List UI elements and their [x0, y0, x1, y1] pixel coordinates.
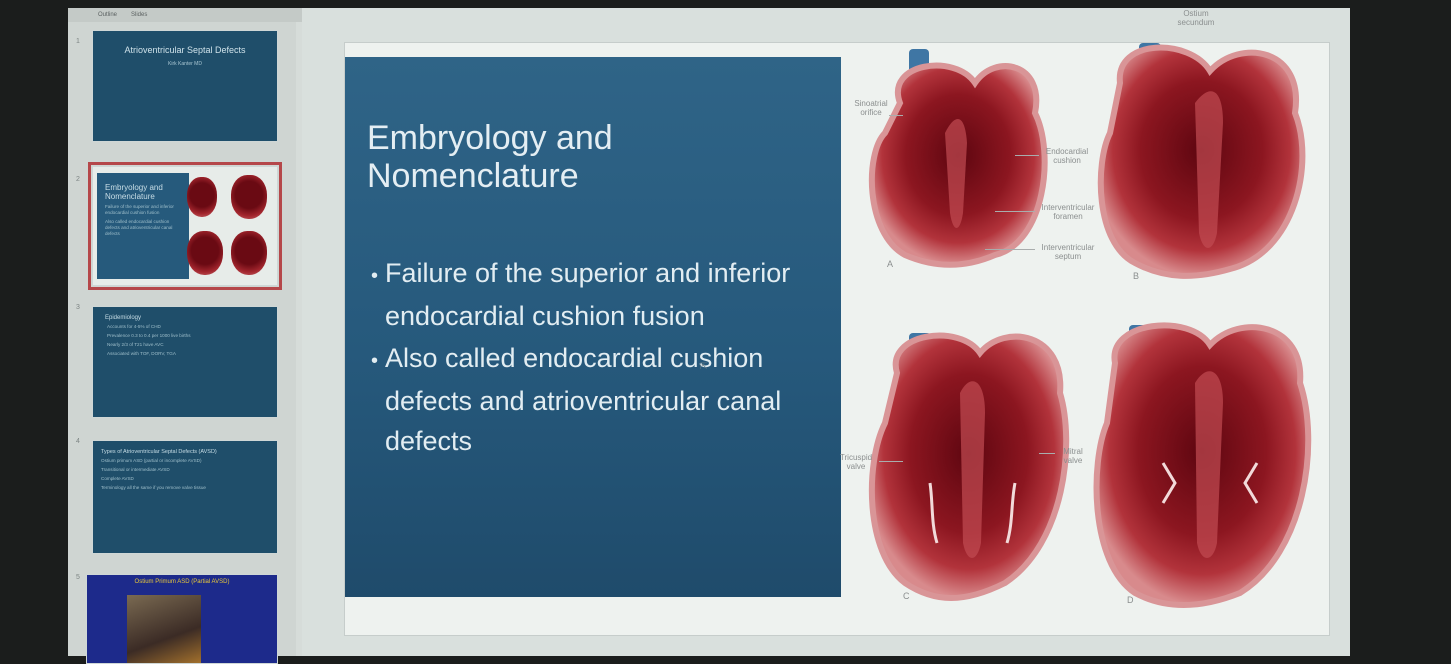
thumbnail-slide-4[interactable]: Types of Atrioventricular Septal Defects… — [92, 440, 278, 554]
current-slide[interactable]: Embryology and Nomenclature Failure of t… — [344, 42, 1330, 636]
label-leader-line — [879, 461, 903, 462]
thumbnail-title: Atrioventricular Septal Defects — [93, 45, 277, 55]
thumbnail-blue-panel: Embryology and Nomenclature Failure of t… — [97, 173, 189, 279]
mouse-cursor-icon: ⇱ — [700, 361, 708, 372]
label-leader-line — [1039, 453, 1055, 454]
bullet-item: Failure of the superior and inferior end… — [371, 253, 841, 336]
label-endocardial-cushion: Endocardial cushion — [1035, 147, 1099, 165]
thumbnail-title: Ostium Primum ASD (Partial AVSD) — [87, 579, 277, 585]
thumbnail-line: Ostium primum ASD (partial or incomplete… — [101, 458, 251, 464]
label-leader-line — [995, 211, 1035, 212]
label-leader-line — [889, 115, 903, 116]
thumbnail-title: Types of Atrioventricular Septal Defects… — [101, 449, 277, 455]
heart-figure-c — [872, 333, 1066, 598]
thumbnail-number: 3 — [76, 304, 80, 311]
label-interventricular-foramen: Interventricular foramen — [1033, 203, 1103, 221]
tab-outline[interactable]: Outline — [98, 12, 117, 18]
thumbnail-slide-2[interactable]: Embryology and Nomenclature Failure of t… — [92, 166, 278, 286]
thumbnail-image — [127, 595, 201, 664]
figure-letter-b: B — [1133, 271, 1139, 281]
figure-letter-c: C — [903, 591, 910, 601]
label-mitral-valve: Mitral valve — [1053, 447, 1093, 465]
slide-content-panel: Embryology and Nomenclature Failure of t… — [345, 57, 841, 597]
thumbnail-slide-1[interactable]: Atrioventricular Septal Defects Kirk Kan… — [92, 30, 278, 142]
thumbnail-line: Complete AVSD — [101, 476, 251, 482]
slide-title[interactable]: Embryology and Nomenclature — [367, 119, 807, 195]
figure-letter-a: A — [887, 259, 893, 269]
thumbnail-line: Failure of the superior and inferior end… — [105, 204, 185, 216]
label-tricuspid-valve: Tricuspid valve — [831, 453, 881, 471]
panel-tabs: Outline Slides — [68, 8, 326, 22]
thumbnail-line: Nearly 2/3 of T21 have AVC — [107, 342, 257, 348]
thumbnail-line: Terminology all the same if you remove v… — [101, 485, 251, 491]
thumbnail-number: 2 — [76, 176, 80, 183]
thumbnail-line: Also called endocardial cushion defects … — [105, 219, 185, 237]
slide-thumbnail-panel: 1 Atrioventricular Septal Defects Kirk K… — [68, 22, 296, 656]
tab-slides[interactable]: Slides — [131, 12, 147, 18]
thumbnail-subtitle: Kirk Kanter MD — [93, 61, 277, 67]
heart-figure-a — [872, 49, 1045, 265]
screen: Outline Slides 1 Atrioventricular Septal… — [68, 8, 1350, 656]
heart-figure-d — [1097, 325, 1309, 605]
slide-bullet-list[interactable]: Failure of the superior and inferior end… — [371, 253, 841, 463]
thumbnail-title: Embryology and Nomenclature — [105, 183, 195, 201]
label-leader-line — [985, 249, 1035, 250]
thumbnail-line: Accounts for 4-5% of CHD — [107, 324, 257, 330]
thumbnail-number: 1 — [76, 38, 80, 45]
thumbnail-title: Epidemiology — [105, 315, 277, 321]
thumbnail-heart-figures — [185, 173, 271, 283]
figure-letter-d: D — [1127, 595, 1134, 605]
thumbnail-slide-5[interactable]: Ostium Primum ASD (Partial AVSD) — [86, 574, 278, 664]
label-leader-line — [1015, 155, 1039, 156]
slide-editor: Embryology and Nomenclature Failure of t… — [302, 8, 1350, 656]
heart-illustrations — [845, 43, 1329, 635]
heart-development-figure: Sinoatrial orifice Endocardial cushion I… — [845, 43, 1329, 635]
label-interventricular-septum: Interventricular septum — [1033, 243, 1103, 261]
thumbnail-number: 5 — [76, 574, 80, 581]
thumbnail-line: Prevalence 0.3 to 0.4 per 1000 live birt… — [107, 333, 257, 339]
thumbnail-slide-3[interactable]: Epidemiology Accounts for 4-5% of CHD Pr… — [92, 306, 278, 418]
heart-figure-b — [1101, 43, 1303, 276]
label-ostium-secundum: Ostium secundum — [1171, 9, 1221, 27]
thumbnail-line: Transitional or intermediate AVSD — [101, 467, 251, 473]
thumbnail-number: 4 — [76, 438, 80, 445]
bullet-item: Also called endocardial cushion defects … — [371, 338, 841, 461]
thumbnail-line: Associated with TOF, DORV, TGA — [107, 351, 257, 357]
